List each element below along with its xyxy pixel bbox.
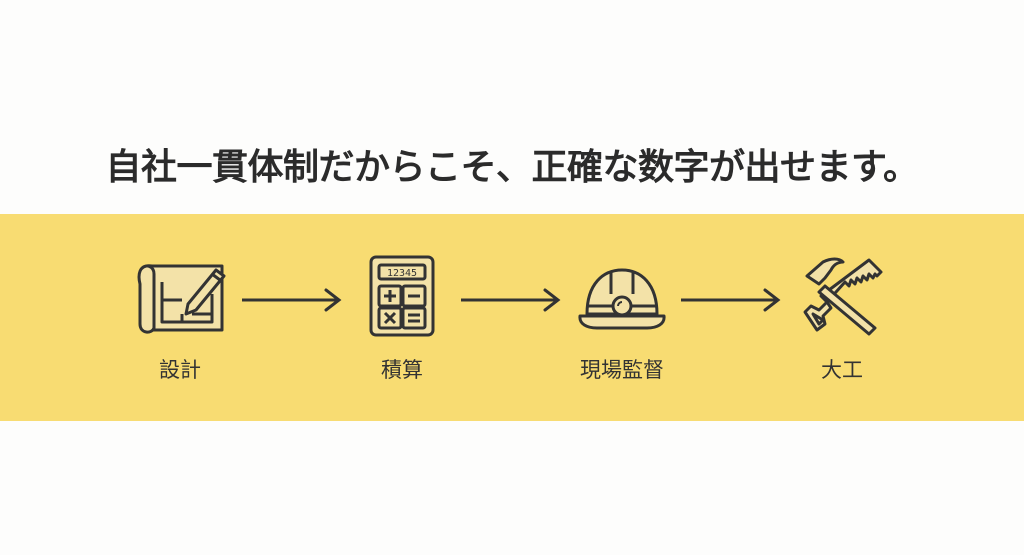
step-label: 現場監督 bbox=[580, 358, 664, 382]
calculator-display: 12345 bbox=[387, 268, 417, 279]
headline: 自社一貫体制だからこそ、正確な数字が出せます。 bbox=[105, 147, 919, 188]
step-label: 積算 bbox=[381, 358, 423, 382]
arrow-right-icon bbox=[681, 288, 781, 312]
step-label: 大工 bbox=[821, 358, 863, 382]
step-design: 設計 bbox=[100, 254, 260, 384]
step-label: 設計 bbox=[159, 358, 201, 382]
calculator-icon: 12345 bbox=[369, 255, 435, 337]
step-carpenter: 大工 bbox=[762, 254, 922, 384]
arrow-right-icon bbox=[461, 288, 561, 312]
arrow-right-icon bbox=[242, 288, 342, 312]
step-estimate: 12345 積算 bbox=[322, 254, 482, 384]
hammer-saw-icon bbox=[803, 257, 883, 336]
hard-hat-icon bbox=[578, 268, 666, 330]
blueprint-pencil-icon bbox=[137, 264, 226, 334]
step-site-supervision: 現場監督 bbox=[542, 254, 702, 384]
